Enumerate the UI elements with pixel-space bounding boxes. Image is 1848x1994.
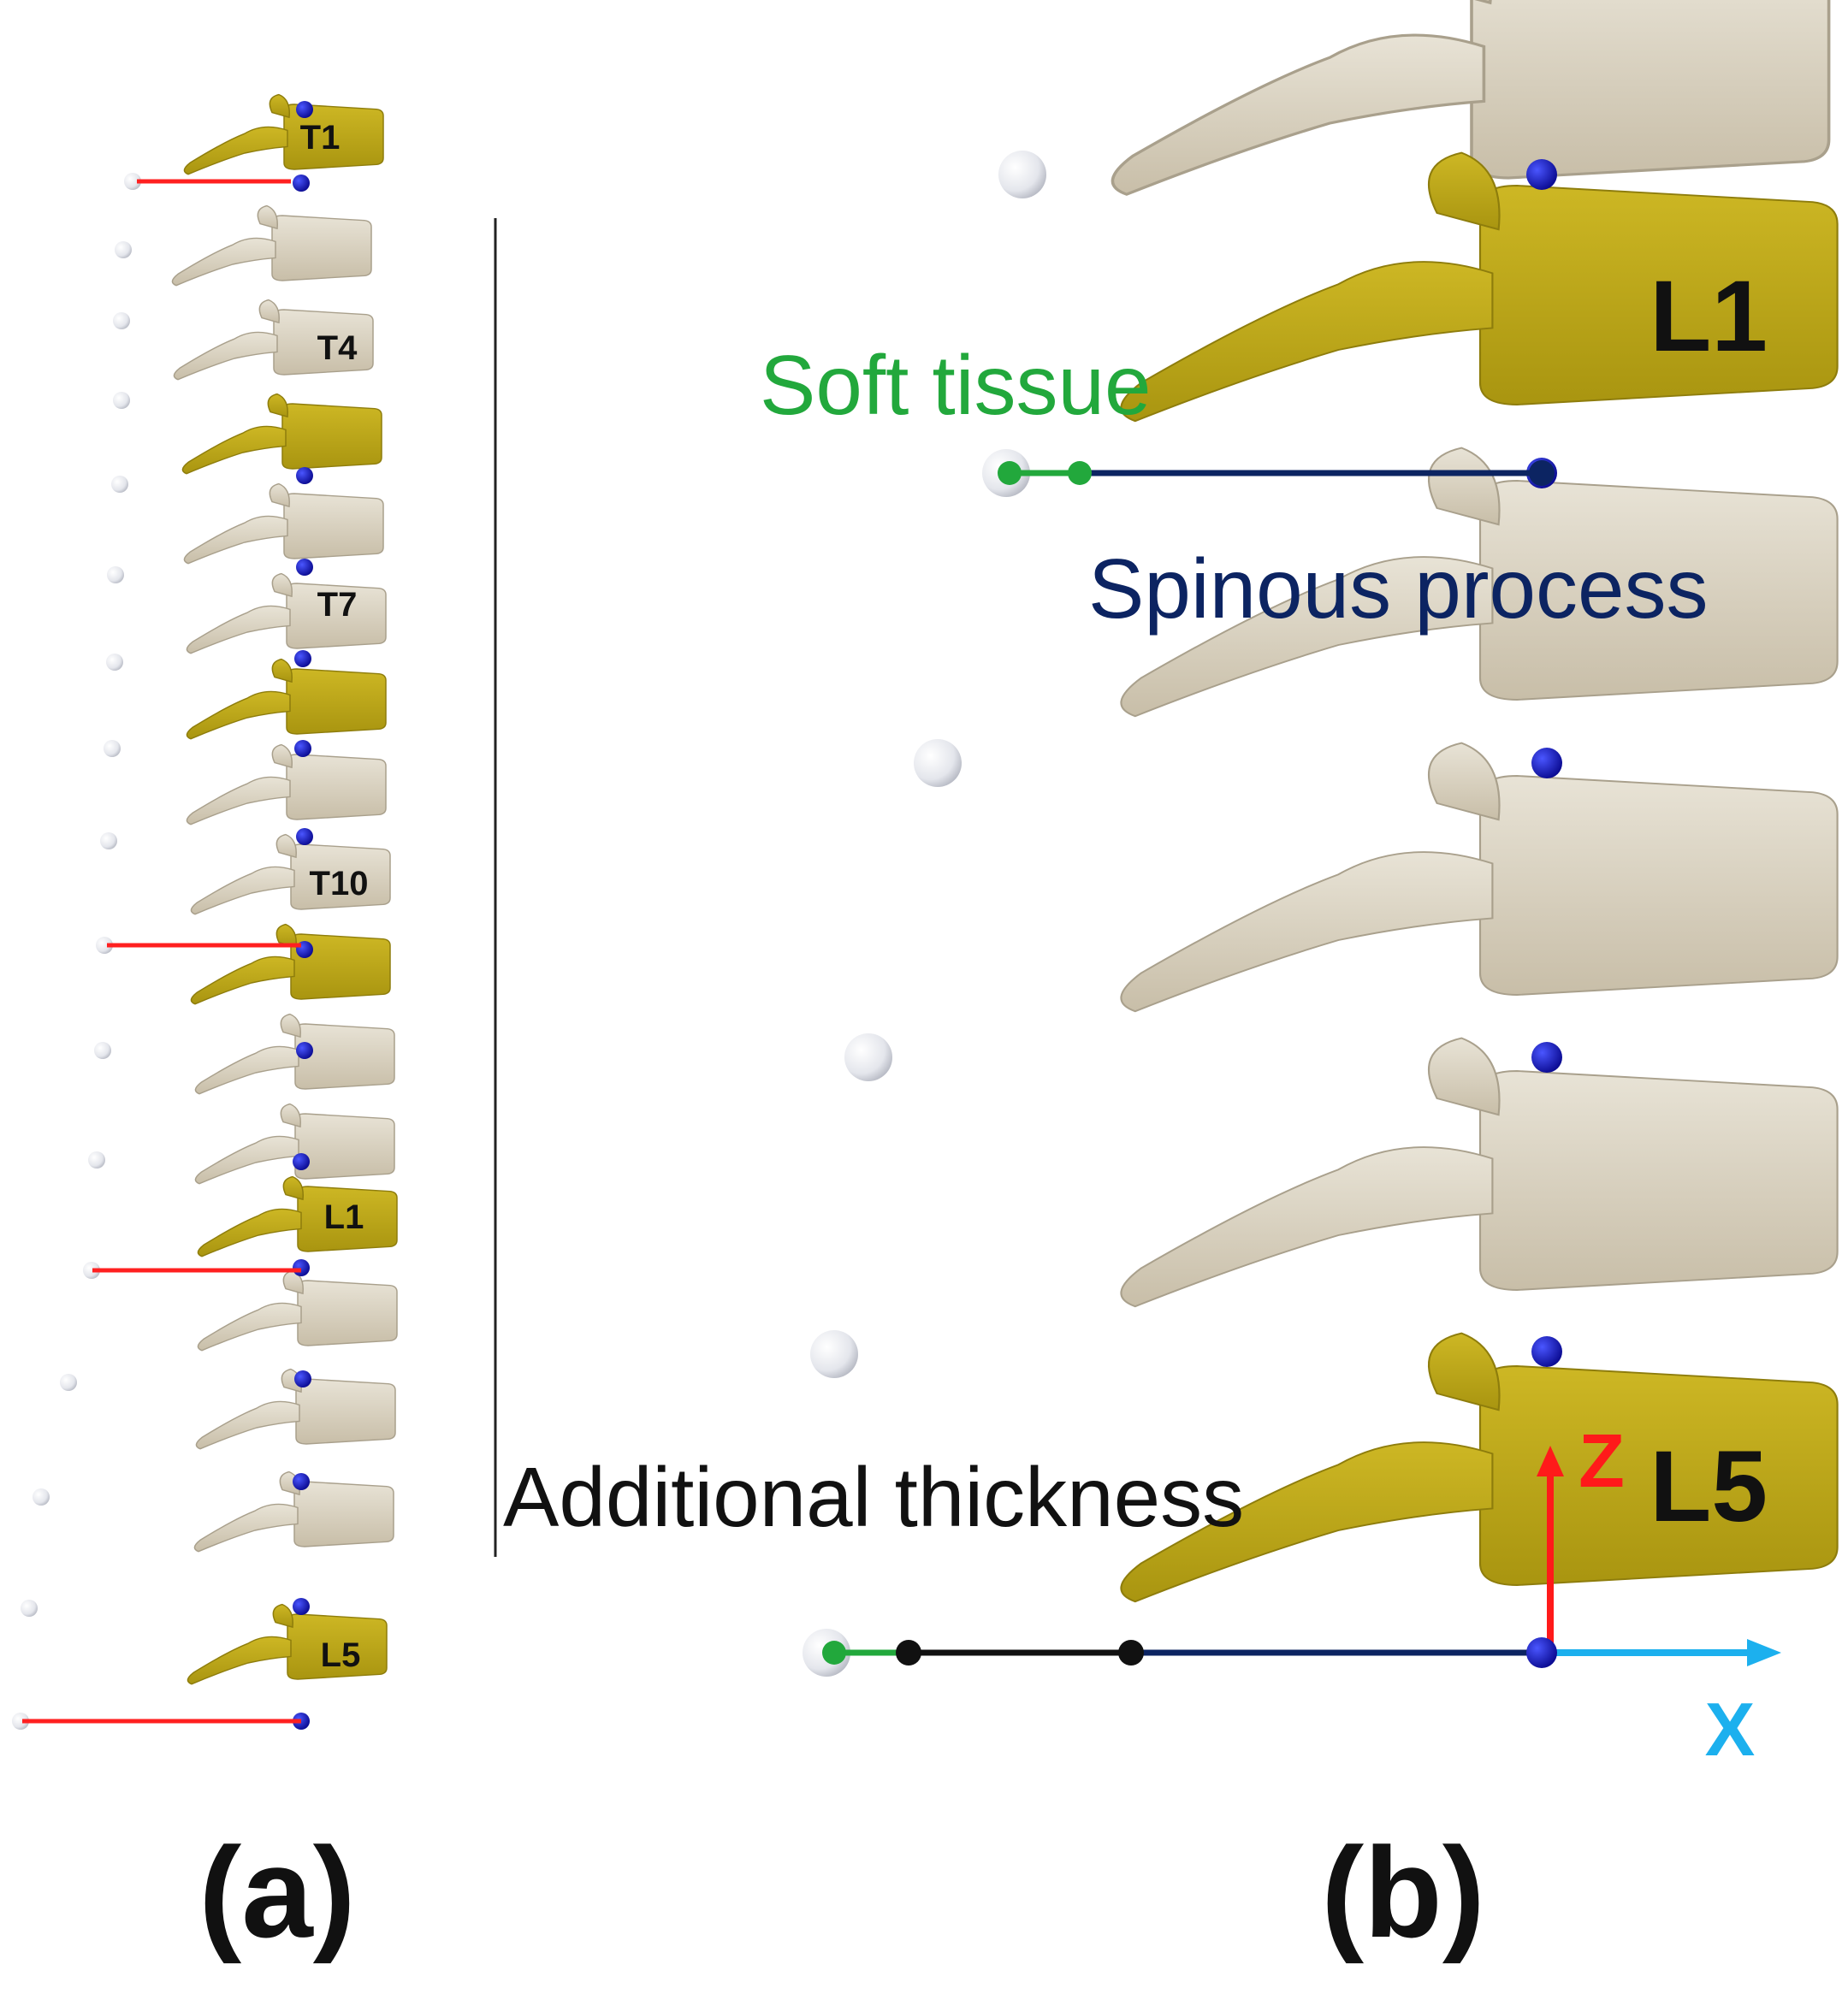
anterior-marker bbox=[296, 1042, 313, 1059]
skin-marker bbox=[106, 654, 123, 671]
anterior-marker bbox=[296, 559, 313, 576]
anterior-marker bbox=[294, 740, 311, 757]
skin-marker bbox=[88, 1151, 105, 1169]
anterior-marker-detail bbox=[1531, 1042, 1562, 1073]
axis-label-x: X bbox=[1705, 1687, 1756, 1772]
vertebra-detail-l4 bbox=[1119, 1036, 1839, 1308]
panel-a-spine-overview bbox=[12, 93, 398, 1730]
skin-marker bbox=[12, 1713, 29, 1730]
skin-marker bbox=[33, 1488, 50, 1506]
skin-marker bbox=[115, 241, 132, 258]
skin-marker bbox=[111, 476, 128, 493]
vertebra-t2 bbox=[171, 204, 372, 287]
label-spinous-process: Spinous process bbox=[1088, 541, 1709, 636]
panel-a-caption: (a) bbox=[198, 1820, 355, 1964]
panel-b-lumbar-detail bbox=[803, 0, 1839, 1677]
anterior-marker bbox=[293, 1473, 310, 1490]
anterior-marker bbox=[294, 650, 311, 667]
skin-marker-detail bbox=[844, 1033, 892, 1081]
vertebra-label-t1: T1 bbox=[300, 119, 341, 157]
anterior-marker bbox=[296, 467, 313, 484]
axis-label-z: Z bbox=[1578, 1418, 1625, 1503]
vertebra-t5 bbox=[183, 482, 384, 565]
label-soft-tissue: Soft tissue bbox=[760, 338, 1152, 432]
vertebra-label-l5-detail: L5 bbox=[1650, 1430, 1768, 1543]
vertebra-t12 bbox=[194, 1103, 395, 1185]
skin-marker-detail bbox=[914, 739, 962, 787]
z-axis-arrowhead bbox=[1537, 1446, 1564, 1476]
soft-tissue-point-inner-l1 bbox=[1068, 461, 1092, 485]
vertebra-label-t10: T10 bbox=[310, 865, 369, 902]
origin-marker bbox=[1526, 1637, 1557, 1668]
vertebra-label-t4: T4 bbox=[317, 329, 358, 367]
skin-marker bbox=[60, 1374, 77, 1391]
vertebra-t4 bbox=[181, 393, 382, 475]
soft-tissue-point-outer-l1 bbox=[998, 461, 1022, 485]
vertebra-label-l1: L1 bbox=[324, 1198, 364, 1236]
anterior-marker bbox=[296, 828, 313, 845]
skin-marker bbox=[94, 1042, 111, 1059]
spinous-process-point-l1 bbox=[1529, 460, 1555, 486]
vertebra-l1 bbox=[197, 1175, 398, 1257]
skin-marker bbox=[21, 1600, 38, 1617]
soft-tissue-point-l5 bbox=[822, 1641, 846, 1665]
anterior-marker-detail bbox=[1526, 159, 1557, 190]
vertebra-label-t7: T7 bbox=[317, 586, 358, 624]
vertebra-label-l5: L5 bbox=[321, 1636, 361, 1674]
vertebra-t8 bbox=[186, 743, 387, 825]
anterior-marker bbox=[293, 1153, 310, 1170]
panel-b-caption: (b) bbox=[1321, 1820, 1485, 1964]
vertebra-detail-l3 bbox=[1119, 741, 1839, 1013]
skin-marker bbox=[113, 392, 130, 409]
label-additional-thickness: Additional thickness bbox=[503, 1450, 1244, 1544]
measurement-lines bbox=[822, 460, 1555, 1666]
vertebra-t7 bbox=[186, 658, 387, 740]
vertebra-t10 bbox=[190, 923, 391, 1005]
anterior-marker-detail bbox=[1531, 1336, 1562, 1367]
x-axis-arrowhead bbox=[1747, 1639, 1781, 1666]
anterior-marker bbox=[296, 101, 313, 118]
skin-marker bbox=[96, 937, 113, 954]
coordinate-axes bbox=[1526, 1446, 1781, 1668]
skin-marker-detail bbox=[998, 151, 1046, 198]
anterior-marker bbox=[293, 1598, 310, 1615]
anterior-marker bbox=[294, 1370, 311, 1388]
skin-marker bbox=[104, 740, 121, 757]
anterior-marker bbox=[293, 1259, 310, 1276]
additional-thickness-point-outer-l5 bbox=[896, 1640, 921, 1666]
skin-marker bbox=[83, 1262, 100, 1279]
skin-marker bbox=[100, 832, 117, 849]
anterior-marker-detail bbox=[1531, 748, 1562, 778]
vertebra-t11 bbox=[194, 1013, 395, 1095]
vertebra-t1 bbox=[183, 93, 384, 175]
skin-marker-detail bbox=[810, 1330, 858, 1378]
skin-marker bbox=[107, 566, 124, 583]
skin-marker bbox=[113, 312, 130, 329]
vertebra-l2 bbox=[197, 1269, 398, 1352]
vertebra-label-l1-detail: L1 bbox=[1650, 260, 1768, 373]
skin-marker bbox=[124, 173, 141, 190]
anterior-marker bbox=[293, 175, 310, 192]
additional-thickness-point-inner-l5 bbox=[1118, 1640, 1144, 1666]
